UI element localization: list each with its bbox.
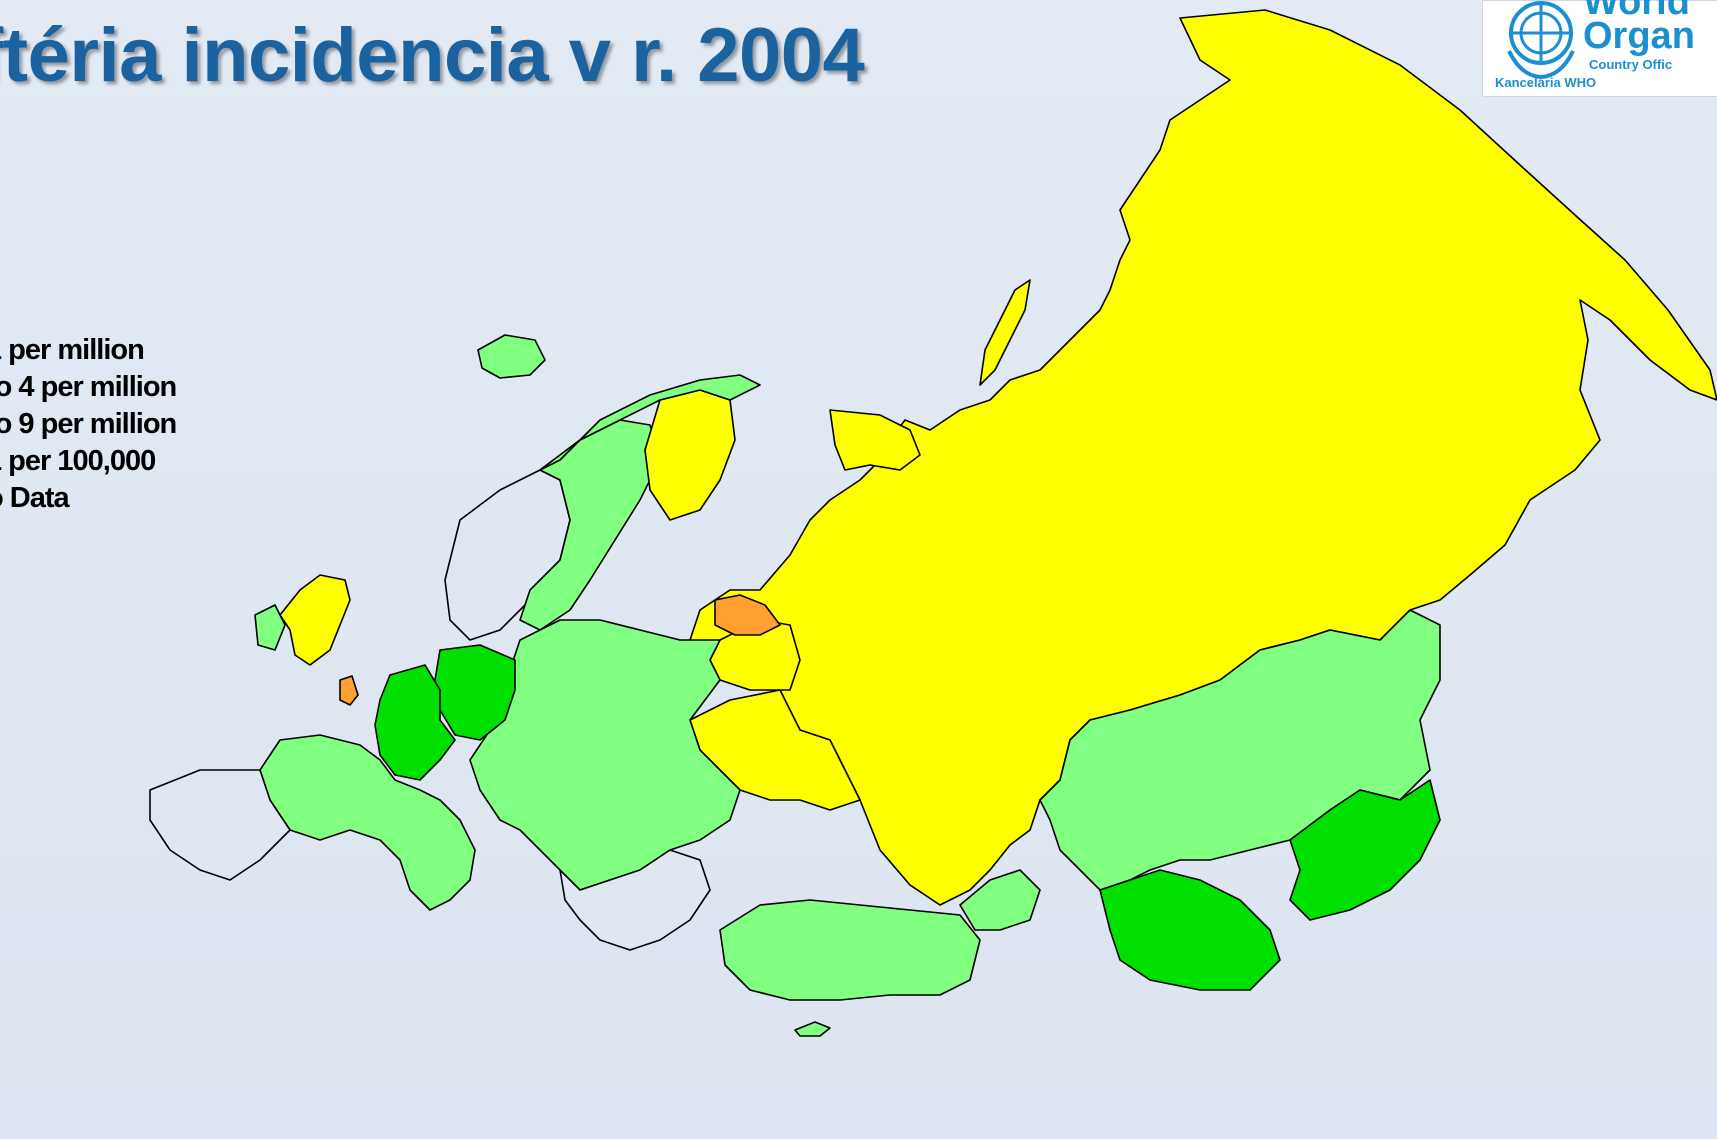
region-turkey [719, 899, 981, 1001]
region-cyprus [794, 1021, 831, 1037]
legend-item: 1 per million [0, 334, 145, 366]
region-ireland [254, 604, 286, 651]
region-central-asia-south [1099, 869, 1281, 991]
region-novaya-zemlya [979, 279, 1031, 386]
logo-name-line1: World [1583, 0, 1690, 23]
map-legend: 1 per million to 4 per million to 9 per … [0, 332, 177, 517]
region-nw-russia [829, 409, 921, 471]
logo-sub-line1: Country Offic [1589, 57, 1673, 72]
region-finland [644, 389, 736, 521]
region-north-norway [539, 374, 761, 471]
region-uk [279, 574, 351, 666]
region-western-europe [259, 734, 476, 911]
logo-name-line2: Organ [1583, 15, 1695, 57]
region-netherlands [339, 675, 359, 706]
region-balkans [559, 849, 711, 951]
region-caucasus [959, 869, 1041, 931]
region-latvia [714, 594, 781, 636]
region-central-asia-east [1289, 779, 1441, 921]
legend-item: o Data [0, 482, 70, 514]
page-title: ftéria incidencia v r. 2004 [0, 13, 865, 98]
un-emblem-icon [1507, 1, 1575, 80]
legend-item: to 4 per million [0, 371, 177, 403]
region-iberia [149, 769, 291, 881]
legend-item: to 9 per million [0, 408, 177, 440]
region-central-europe [469, 619, 741, 891]
region-russia [689, 9, 1717, 906]
legend-item: 1 per 100,000 [0, 445, 156, 477]
region-france [374, 664, 456, 781]
region-sweden [519, 419, 661, 631]
who-logo: World Organ Country Offic Kancelária WHO [1482, 0, 1717, 97]
region-iceland [477, 334, 546, 379]
logo-sub-line2: Kancelária WHO [1495, 75, 1597, 90]
